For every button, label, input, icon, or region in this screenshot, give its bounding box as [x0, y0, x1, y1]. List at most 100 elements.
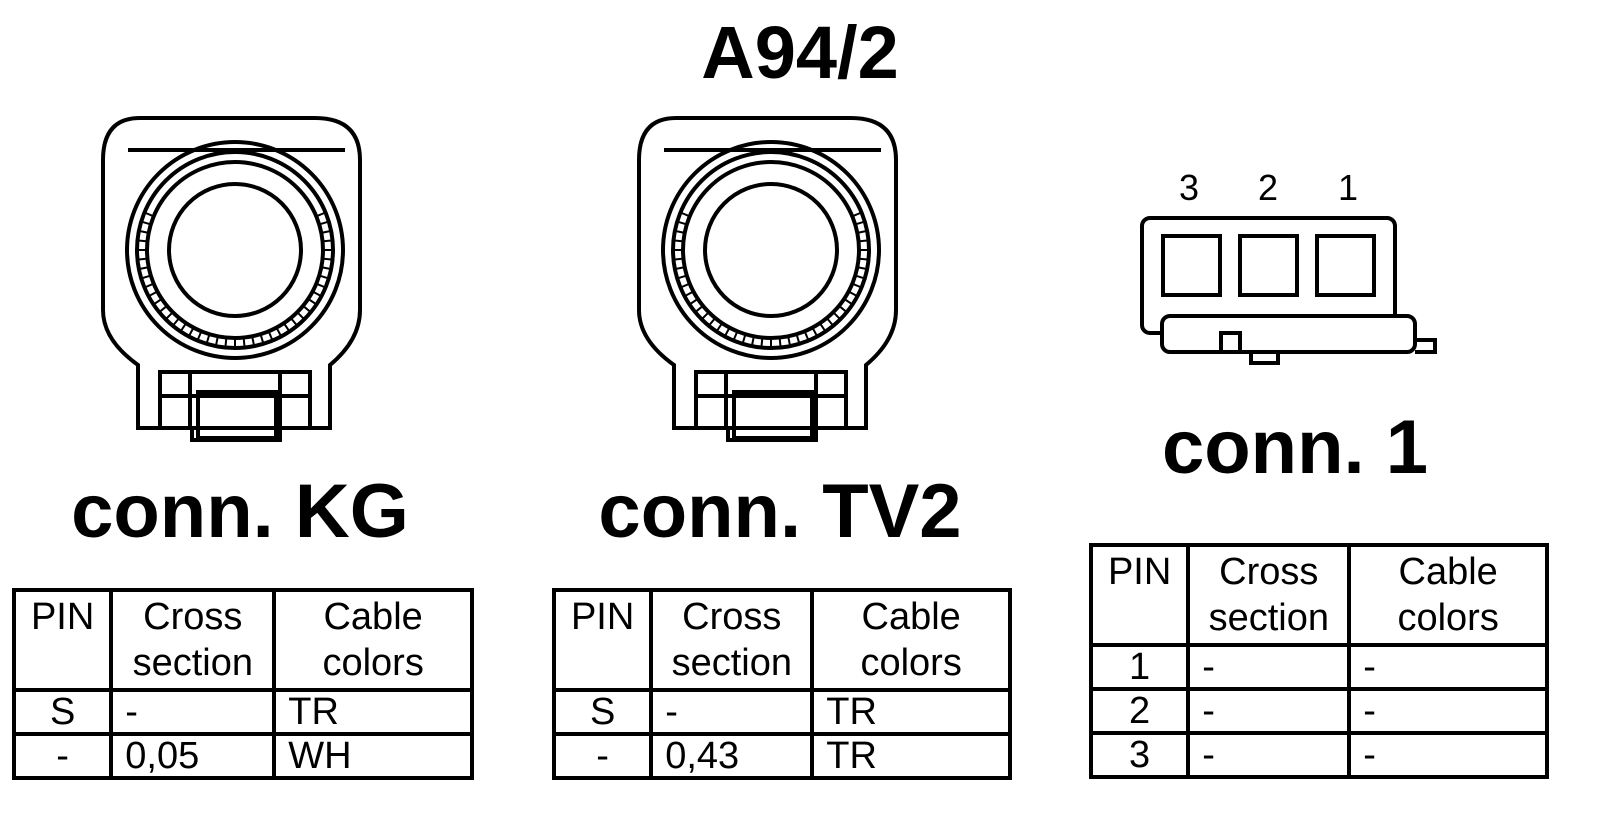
- knurl-tooth: [315, 211, 326, 218]
- table-row: S - TR: [11, 688, 474, 736]
- knurl-tooth: [322, 239, 333, 243]
- knurl-tooth: [267, 330, 274, 341]
- pin-header: PIN: [551, 588, 654, 692]
- knurl-tooth: [318, 220, 330, 226]
- knurl-tooth: [140, 220, 152, 226]
- knurl-tooth: [322, 257, 333, 261]
- knurl-tooth: [137, 257, 148, 261]
- pin-number-2: 2: [1258, 167, 1278, 208]
- knurl-tooth: [148, 290, 158, 298]
- cross-section-cell: -: [1186, 687, 1352, 735]
- knurl-tooth: [242, 337, 246, 348]
- knurl-tooth: [144, 211, 155, 218]
- table-row: - 0,43 TR: [551, 732, 1012, 780]
- knurl-tooth: [680, 282, 691, 289]
- table-row: 3 - -: [1088, 731, 1549, 779]
- pin-cell: -: [11, 732, 114, 780]
- knurl-tooth: [321, 229, 332, 234]
- knurl-tooth: [854, 220, 866, 226]
- knurl-tooth: [179, 322, 187, 333]
- table-row: 1 - -: [1088, 643, 1549, 691]
- knurl-tooth: [164, 311, 174, 321]
- knurl-tooth: [140, 274, 152, 280]
- knurl-tooth: [205, 333, 211, 345]
- cable-color-cell: -: [1347, 731, 1549, 779]
- knurl-tooth: [144, 282, 155, 289]
- knurl-tooth: [275, 327, 283, 337]
- cable-color-cell: TR: [810, 688, 1012, 736]
- connector-1-label: conn. 1: [1161, 405, 1429, 490]
- diagram-title: A94/2: [701, 11, 899, 94]
- knurl-tooth: [676, 220, 688, 226]
- cross-section-cell: 0,43: [649, 732, 815, 780]
- knurl-tooth: [674, 229, 685, 234]
- knurl-tooth: [854, 274, 866, 280]
- connector-tv2-drawing: [637, 116, 898, 442]
- knurl-tooth: [851, 211, 862, 218]
- knurl-tooth: [296, 311, 306, 321]
- knurl-tooth: [152, 298, 163, 306]
- knurl-tooth: [251, 336, 256, 347]
- cross-section-cell: -: [1186, 731, 1352, 779]
- cable-color-cell: WH: [272, 732, 474, 780]
- knurl-tooth: [312, 290, 322, 298]
- knurl-tooth: [708, 317, 716, 327]
- knurl-tooth: [158, 305, 168, 313]
- cable-color-cell: TR: [272, 688, 474, 736]
- knurl-tooth: [857, 229, 868, 234]
- cable-color-cell: TR: [810, 732, 1012, 780]
- knurl-tooth: [290, 317, 298, 327]
- cable-color-cell: -: [1347, 643, 1549, 691]
- knurl-tooth: [172, 317, 180, 327]
- knurl-tooth: [283, 322, 291, 333]
- knurl-tooth: [673, 239, 684, 243]
- knurl-tooth: [858, 257, 869, 261]
- cross-section-cell: -: [109, 688, 277, 736]
- knurl-tooth: [851, 282, 862, 289]
- knurl-tooth: [688, 298, 699, 306]
- pin-cell: -: [551, 732, 654, 780]
- pin-cell: 2: [1088, 687, 1191, 735]
- knurl-tooth: [676, 274, 688, 280]
- knurl-tooth: [848, 290, 858, 298]
- connector-tv2-label: conn. TV2: [598, 469, 962, 554]
- pin-cell: 1: [1088, 643, 1191, 691]
- knurl-tooth: [811, 327, 819, 337]
- knurl-tooth: [224, 337, 228, 348]
- knurl-tooth: [723, 327, 731, 337]
- pin-cell: S: [551, 688, 654, 736]
- knurl-tooth: [700, 311, 710, 321]
- knurl-tooth: [307, 298, 318, 306]
- knurl-tooth: [715, 322, 723, 333]
- knurl-tooth: [795, 333, 801, 345]
- knurl-tooth: [187, 327, 195, 337]
- knurl-tooth: [819, 322, 827, 333]
- pin-header: PIN: [1088, 543, 1191, 647]
- knurl-tooth: [138, 266, 149, 271]
- knurl-tooth: [318, 274, 330, 280]
- pin-header: PIN: [11, 588, 114, 692]
- knurl-tooth: [674, 266, 685, 271]
- knurl-tooth: [315, 282, 326, 289]
- cross-section-cell: -: [649, 688, 815, 736]
- knurl-tooth: [857, 266, 868, 271]
- knurl-tooth: [137, 239, 148, 243]
- knurl-tooth: [803, 330, 810, 341]
- connector-kg-label: conn. KG: [71, 469, 409, 554]
- knurl-tooth: [321, 266, 332, 271]
- pin-cell: 3: [1088, 731, 1191, 779]
- knurl-tooth: [787, 336, 792, 347]
- knurl-tooth: [259, 333, 265, 345]
- knurl-tooth: [694, 305, 704, 313]
